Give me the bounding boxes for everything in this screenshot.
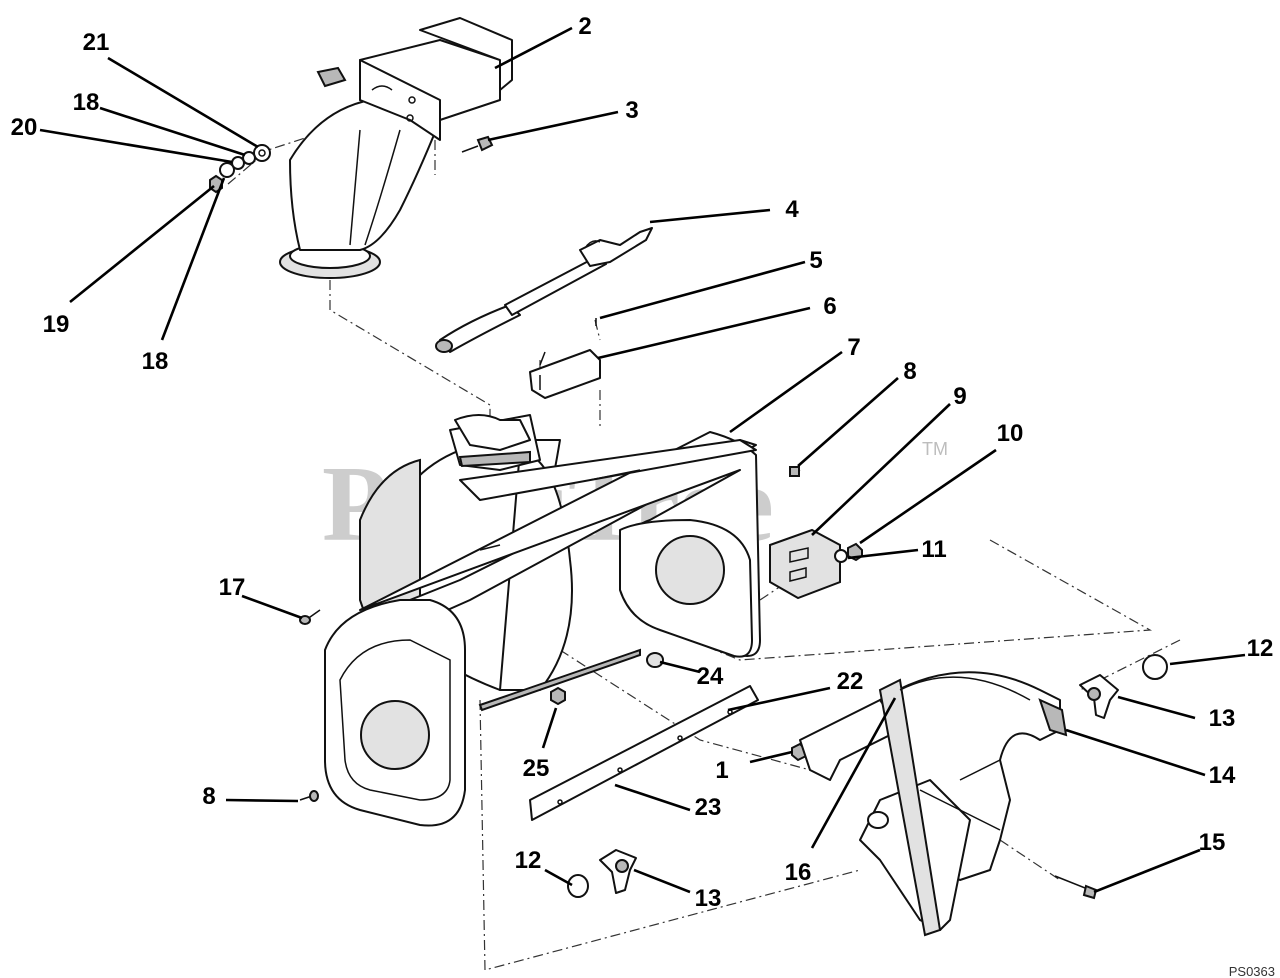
- callout-13-right: 13: [1209, 705, 1236, 732]
- callout-18-lower: 18: [142, 348, 169, 375]
- callout-25: 25: [523, 755, 550, 782]
- callout-4: 4: [785, 196, 799, 223]
- chute-control-rod: [435, 227, 653, 353]
- auger-assembly: [799, 671, 1068, 937]
- callout-3: 3: [625, 97, 638, 124]
- callout-13-left: 13: [695, 885, 722, 912]
- callout-7: 7: [847, 334, 860, 361]
- watermark-trademark: TM: [922, 439, 948, 459]
- callout-8-upper: 8: [903, 358, 916, 385]
- carriage-bolts: [299, 466, 801, 802]
- callout-12-left: 12: [515, 847, 542, 874]
- callout-22: 22: [837, 668, 864, 695]
- callout-6: 6: [823, 293, 836, 320]
- callout-5: 5: [809, 247, 822, 274]
- callout-23: 23: [695, 794, 722, 821]
- callout-8-lower: 8: [202, 783, 215, 810]
- bearing-plate: [769, 528, 841, 600]
- discharge-chute: [279, 17, 513, 279]
- chute-bolt: [461, 135, 494, 153]
- chute-hardware: [209, 144, 271, 194]
- shear-bolt: [1054, 875, 1098, 900]
- leader-lines: [39, 26, 1246, 894]
- callout-14: 14: [1209, 762, 1236, 789]
- callout-20: 20: [11, 114, 38, 141]
- callout-19: 19: [43, 311, 70, 338]
- callout-15: 15: [1199, 829, 1226, 856]
- callout-labels: 1 2 3 4 5 6 7 8 8 9 10 11 12 12 13 13 14…: [11, 13, 1274, 912]
- housing-screw: [299, 609, 321, 625]
- callout-24: 24: [697, 663, 724, 690]
- callout-9: 9: [953, 383, 966, 410]
- callout-18-upper: 18: [73, 89, 100, 116]
- callout-17: 17: [219, 574, 246, 601]
- scraper-bar: [529, 685, 759, 821]
- callout-1: 1: [715, 757, 728, 784]
- callout-21: 21: [83, 29, 110, 56]
- auger-bearings: [567, 654, 1168, 898]
- auger-housing: [324, 414, 761, 827]
- callout-12-right: 12: [1247, 635, 1274, 662]
- small-hardware: [550, 652, 807, 762]
- callout-10: 10: [997, 420, 1024, 447]
- callout-2: 2: [578, 13, 591, 40]
- diagram-code: PS0363: [1229, 964, 1275, 978]
- callout-16: 16: [785, 859, 812, 886]
- callout-11: 11: [921, 536, 946, 563]
- chute-support-bracket: [529, 349, 601, 399]
